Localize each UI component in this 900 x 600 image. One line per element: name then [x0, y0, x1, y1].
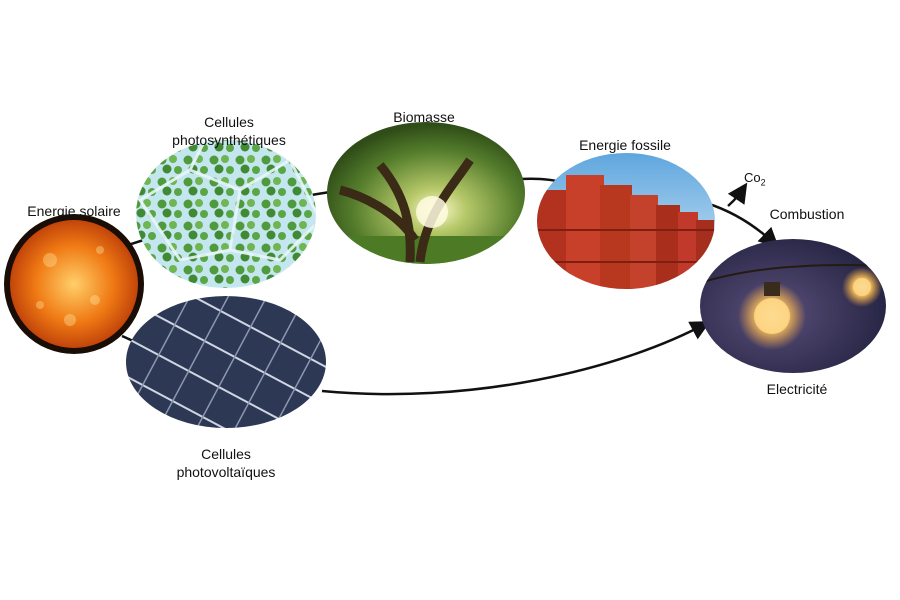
label-photosynthetic: Cellules photosynthétiques: [172, 114, 286, 148]
label-photovoltaic: Cellules photovoltaïques: [176, 446, 276, 480]
node-biomass-image: [327, 122, 525, 264]
edge-co2-branch: [727, 182, 748, 207]
edge-fossil-electricity: [705, 201, 779, 248]
label-fossil: Energie fossile: [579, 137, 671, 153]
edge-photovoltaic-electricity: [321, 321, 711, 396]
node-fossil-image: [537, 153, 715, 289]
label-solar: Energie solaire: [27, 203, 121, 219]
node-solar-image: [4, 214, 144, 354]
label-biomass: Biomasse: [393, 109, 455, 125]
connectors: [121, 177, 779, 396]
label-combustion: Combustion: [769, 206, 845, 222]
label-co2: Co2: [744, 170, 766, 188]
node-photovoltaic-image: [126, 296, 326, 428]
label-electricity: Electricité: [766, 381, 828, 397]
node-photosynthetic-image: [136, 140, 316, 288]
node-electricity-image: [700, 239, 886, 373]
